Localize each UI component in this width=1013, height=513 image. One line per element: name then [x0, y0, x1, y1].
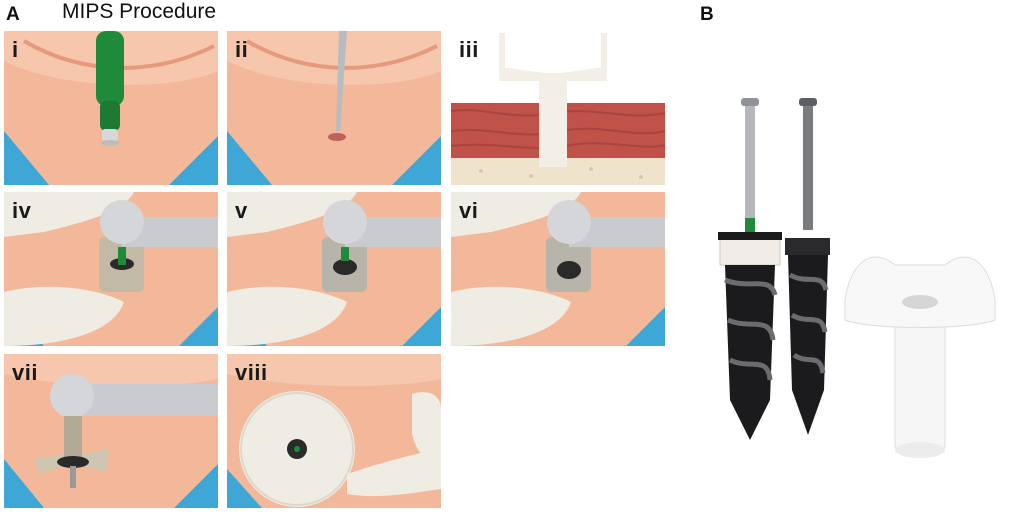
- step-iv-illustration: [4, 192, 218, 346]
- step-ii-tile: ii: [227, 31, 441, 185]
- sleeve-guide: [844, 256, 996, 458]
- drill-black: [785, 98, 830, 435]
- step-vii-illustration: [4, 354, 218, 508]
- step-viii-label: viii: [235, 360, 268, 385]
- step-v-tile: v: [227, 192, 441, 346]
- step-iv-label: iv: [12, 198, 32, 223]
- panel-b-letter: B: [700, 4, 714, 25]
- step-vi-illustration: [451, 192, 665, 346]
- step-iii-tile: iii: [451, 31, 665, 185]
- step-iii-label: iii: [459, 37, 479, 62]
- step-iv-tile: iv: [4, 192, 218, 346]
- step-ii-illustration: [227, 31, 441, 185]
- drill-with-green-band: [718, 98, 782, 440]
- step-vi-tile: vi: [451, 192, 665, 346]
- step-iii-illustration: [451, 31, 665, 185]
- step-vi-label: vi: [459, 198, 479, 223]
- step-v-illustration: [227, 192, 441, 346]
- step-ii-label: ii: [235, 37, 249, 62]
- step-i-illustration: [4, 31, 218, 185]
- step-i-label: i: [12, 37, 19, 62]
- step-vii-label: vii: [12, 360, 38, 385]
- step-viii-tile: viii: [227, 354, 441, 508]
- step-vii-tile: vii: [4, 354, 218, 508]
- drill-and-sleeve-product-photo: [718, 98, 996, 458]
- panel-a-title: MIPS Procedure: [62, 0, 217, 23]
- step-v-label: v: [235, 198, 248, 223]
- panel-a-letter: A: [6, 4, 20, 25]
- step-i-tile: i: [4, 31, 218, 185]
- step-viii-illustration: [227, 354, 441, 508]
